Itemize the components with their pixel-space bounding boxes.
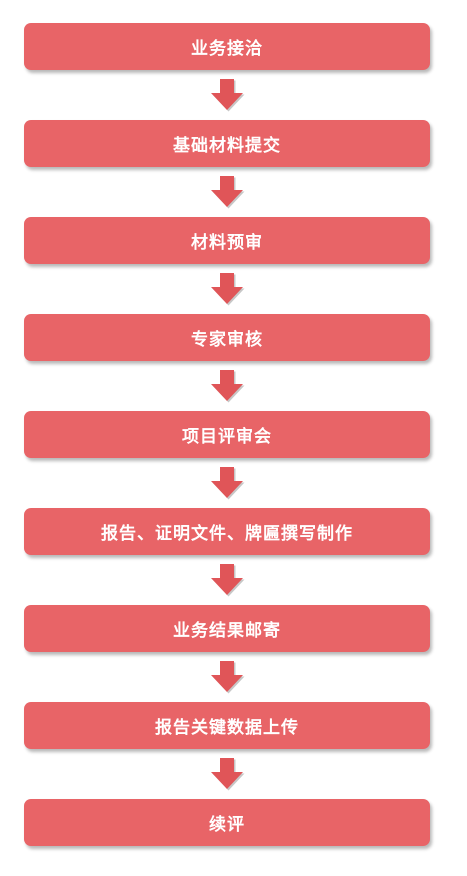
down-arrow-icon: [209, 369, 245, 403]
down-arrow-icon: [209, 175, 245, 209]
step-review-meeting: 项目评审会: [24, 411, 430, 458]
down-arrow-icon: [209, 660, 245, 694]
step-result-mailing: 业务结果邮寄: [24, 605, 430, 652]
step-key-data-upload: 报告关键数据上传: [24, 702, 430, 749]
down-arrow-icon: [209, 563, 245, 597]
down-arrow-icon: [209, 466, 245, 500]
step-business-contact: 业务接洽: [24, 23, 430, 70]
down-arrow-icon: [209, 78, 245, 112]
step-report-production: 报告、证明文件、牌匾撰写制作: [24, 508, 430, 555]
step-submit-materials: 基础材料提交: [24, 120, 430, 167]
down-arrow-icon: [209, 272, 245, 306]
step-renewal-review: 续评: [24, 799, 430, 846]
step-material-precheck: 材料预审: [24, 217, 430, 264]
down-arrow-icon: [209, 757, 245, 791]
step-expert-review: 专家审核: [24, 314, 430, 361]
